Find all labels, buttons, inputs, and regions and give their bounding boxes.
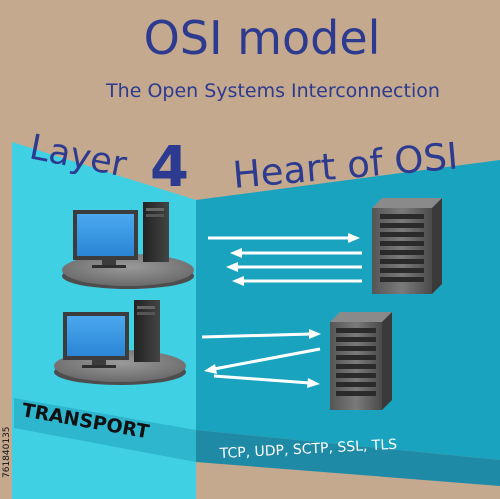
layer-number: 4 [150,135,189,200]
server-tower-icon [372,198,442,294]
transport-band [14,398,196,462]
server-tower-icon [330,312,392,410]
arrow-icon [230,248,362,258]
desktop-computer-icon [54,300,186,385]
arrow-icon [204,347,321,374]
arrow-icon [232,276,362,286]
right-panel [196,160,500,460]
arrow-group-top [208,233,362,286]
arrow-icon [226,262,362,272]
diagram-title: OSI model [144,11,381,65]
arrow-icon [208,233,360,243]
arrow-icon [201,329,321,339]
diagram-subtitle: The Open Systems Interconnection [105,80,440,102]
arrow-icon [213,374,320,388]
stock-id: 761840135 [2,426,12,478]
arrow-group-bottom [201,329,321,388]
protocol-band [196,430,500,486]
desktop-computer-icon [62,202,194,289]
